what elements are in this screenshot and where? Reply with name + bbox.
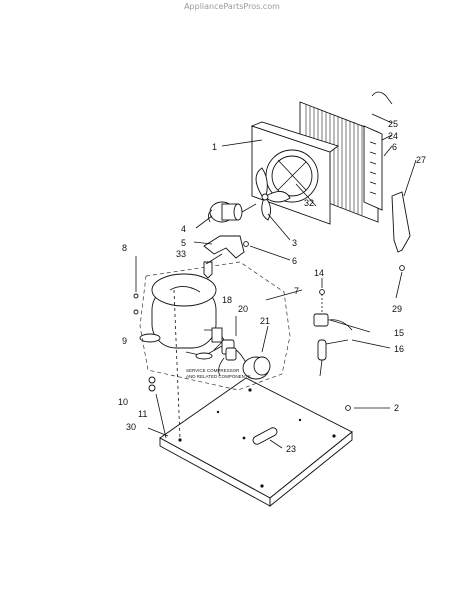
callout-2: 2	[394, 403, 399, 413]
mount-hardware	[133, 256, 181, 439]
callout-labels: 1 2 3 4 5 6 6 7 8 9 10 11 14 15 16 18 20…	[118, 119, 426, 454]
callout-10: 10	[118, 397, 128, 407]
motor-bracket	[203, 235, 245, 259]
tube-25	[371, 91, 393, 105]
callout-21: 21	[260, 316, 270, 326]
callout-20: 20	[238, 304, 248, 314]
callout-8: 8	[122, 243, 127, 253]
capacitor	[242, 356, 271, 380]
screws	[243, 241, 325, 312]
callout-25: 25	[388, 119, 398, 129]
compressor	[139, 273, 225, 360]
callout-3: 3	[292, 238, 297, 248]
accumulator-tube	[252, 427, 278, 445]
callout-32: 32	[304, 198, 314, 208]
callout-7: 7	[294, 286, 299, 296]
side-bracket	[391, 191, 411, 253]
callout-4: 4	[181, 224, 186, 234]
callout-9: 9	[122, 336, 127, 346]
overload-relay	[218, 339, 251, 377]
callout-14: 14	[314, 268, 324, 278]
clip	[203, 261, 213, 279]
callout-16: 16	[394, 344, 404, 354]
callout-29: 29	[392, 304, 402, 314]
callout-27: 27	[416, 155, 426, 165]
drier	[317, 339, 349, 377]
base-screws	[345, 265, 405, 411]
callout-24: 24	[388, 131, 398, 141]
callout-11: 11	[138, 409, 147, 419]
fan-motor	[208, 201, 257, 223]
watermark: AppliancePartsPros.com	[184, 2, 280, 11]
callout-5: 5	[181, 238, 186, 248]
callout-33: 33	[176, 249, 186, 259]
temperature-sensor	[313, 313, 353, 331]
callout-6-bottom: 6	[292, 256, 297, 266]
leader-lines	[147, 113, 417, 449]
callout-15: 15	[394, 328, 404, 338]
service-note-line1: SERVICE COMPRESSOR	[186, 368, 240, 373]
service-group-outline	[139, 261, 291, 391]
callout-18: 18	[222, 295, 232, 305]
callout-6-top: 6	[392, 142, 397, 152]
service-note-line2: AND RELATED COMPONENTS	[186, 374, 251, 379]
callout-30: 30	[126, 422, 136, 432]
callout-1: 1	[212, 142, 217, 152]
callout-23: 23	[286, 444, 296, 454]
